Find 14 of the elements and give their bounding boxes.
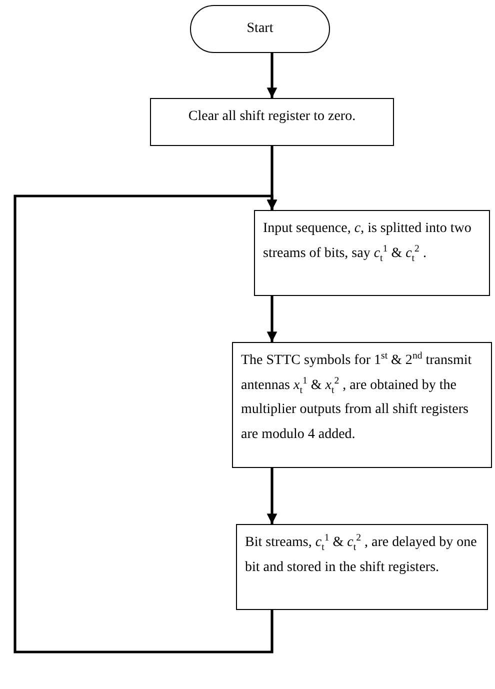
step-text: Bit streams, c$_{t}$$^{1}$ & c$_{t}$$^{2}$ , are delayed by one bit and stored in the shift registers. <box>245 535 477 574</box>
process-box <box>232 342 492 468</box>
terminal-box <box>190 5 330 53</box>
process-box <box>150 98 394 146</box>
step-text: Start <box>246 20 274 38</box>
step-text: The STTC symbols for 1$^{st}$ & 2$^{nd}$ transmit antennas x$_{t}$$^{1}$ & x$_{t}$$^{2}$ , are obtained by the multiplier outputs from all shift registers are modulo 4 added. <box>241 353 472 442</box>
arrow <box>266 53 278 98</box>
step-text: Input sequence, c, is splitted into two streams of bits, say c$_{t}$$^{1}$ & c$_{t}$$^{2}$ . <box>263 221 472 260</box>
arrow <box>266 468 278 524</box>
process-box <box>236 524 488 610</box>
arrow <box>266 296 278 342</box>
process-box <box>254 210 490 296</box>
feedback-arrow <box>14 194 278 654</box>
step-text: Clear all shift register to zero. <box>188 109 356 124</box>
